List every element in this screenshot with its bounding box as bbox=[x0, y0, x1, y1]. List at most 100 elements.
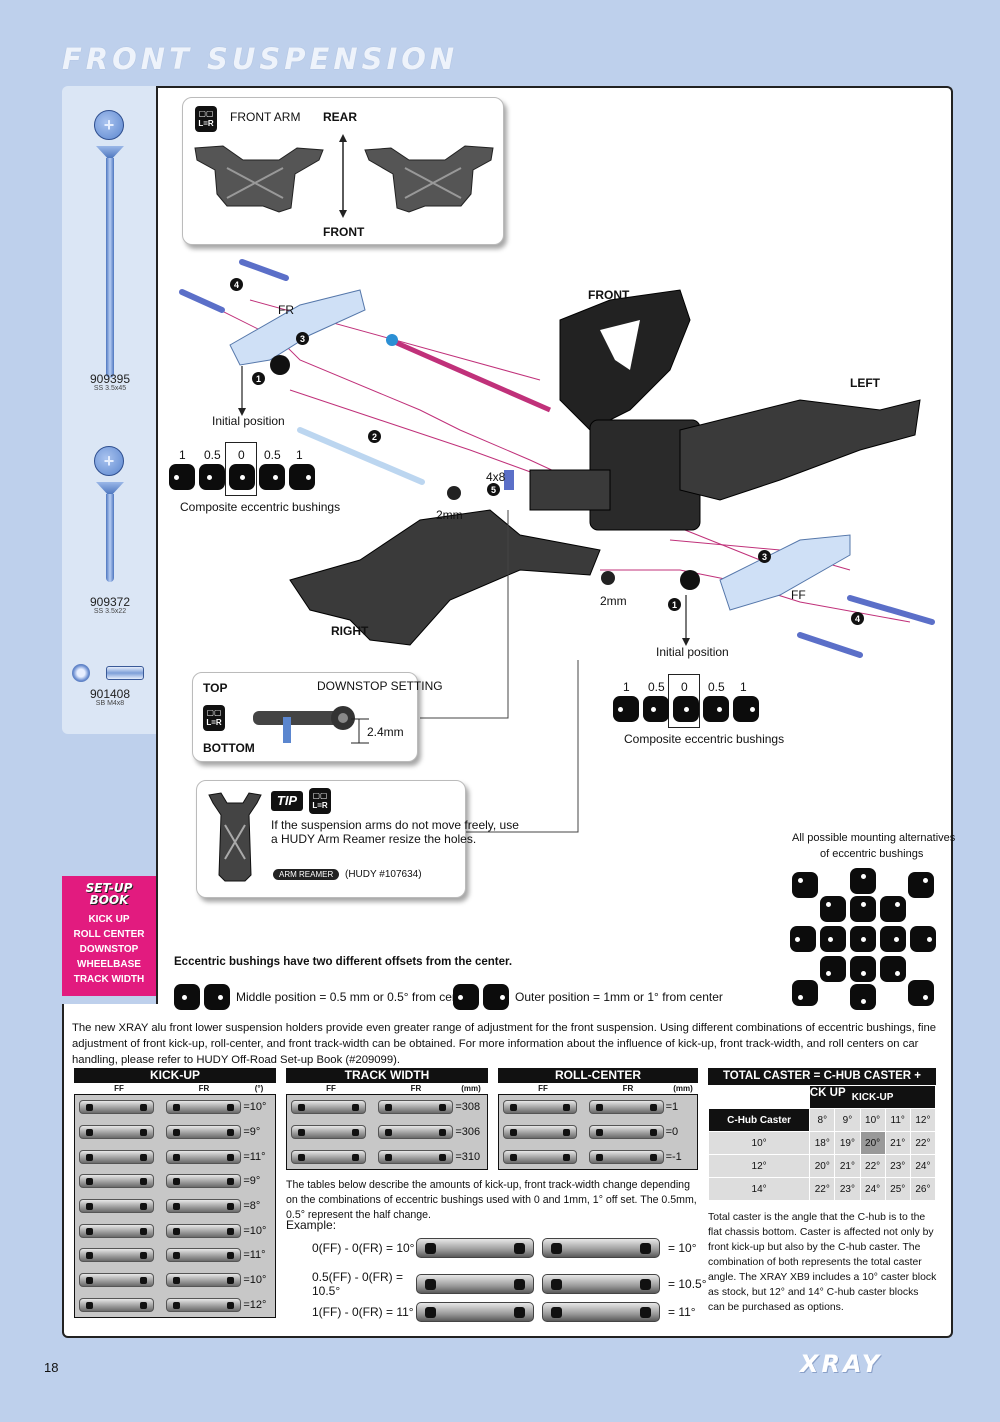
offset-label: 0.5 bbox=[264, 448, 281, 462]
caster-value: 19° bbox=[834, 1131, 861, 1155]
table-row: =10° bbox=[75, 1095, 275, 1120]
caster-value: 22° bbox=[909, 1131, 937, 1155]
col-header: (mm) bbox=[461, 1084, 481, 1093]
setup-item: TRACK WIDTH bbox=[73, 974, 145, 985]
mounting-title: All possible mounting alternatives bbox=[792, 832, 956, 844]
caster-value: 20° bbox=[859, 1131, 886, 1155]
caster-value: 24° bbox=[859, 1177, 886, 1201]
offset-label: 1 bbox=[296, 448, 303, 462]
hub-value: 14° bbox=[707, 1177, 811, 1201]
caster-value: 22° bbox=[859, 1154, 886, 1178]
connector-lines bbox=[420, 510, 579, 833]
brand-logo: XRAY bbox=[800, 1350, 883, 1378]
setup-item: DOWNSTOP bbox=[79, 944, 139, 955]
table-row: =308 bbox=[287, 1095, 487, 1120]
tip-text: If the suspension arms do not move freel… bbox=[271, 818, 519, 832]
col-header: (mm) bbox=[673, 1084, 693, 1093]
middle-position-text: Middle position = 0.5 mm or 0.5° from ce… bbox=[236, 990, 473, 1004]
kickup-value: 10° bbox=[859, 1108, 886, 1132]
right-label: RIGHT bbox=[331, 624, 369, 638]
row-value: =12° bbox=[243, 1298, 267, 1311]
front-label: FRONT bbox=[588, 288, 630, 302]
callout-number: 2 bbox=[368, 430, 381, 443]
kickup-value: 11° bbox=[884, 1108, 911, 1132]
caster-value: 23° bbox=[884, 1154, 911, 1178]
caster-value: 25° bbox=[884, 1177, 911, 1201]
kickup-value: 12° bbox=[909, 1108, 937, 1132]
part-size: SS 3.5x45 bbox=[93, 385, 127, 392]
col-header: FR bbox=[410, 1084, 422, 1093]
ball-icon bbox=[72, 664, 90, 682]
middle-position-note: Middle position = 0.5 mm or 0.5° from ce… bbox=[174, 984, 473, 1010]
col-header: FF bbox=[538, 1084, 548, 1093]
setup-item: KICK UP bbox=[88, 914, 130, 925]
caster-value: 23° bbox=[834, 1177, 861, 1201]
caster-value: 20° bbox=[809, 1154, 836, 1178]
bushing-icon bbox=[613, 696, 639, 722]
row-value: =310 bbox=[455, 1150, 481, 1163]
kickup-value: 9° bbox=[834, 1108, 861, 1132]
col-header: FR bbox=[198, 1084, 210, 1093]
shim-size-label: 2mm bbox=[600, 594, 627, 608]
bushing-icon bbox=[169, 464, 195, 490]
example-row: 0(FF) - 0(FR) = 10° = 10° bbox=[312, 1238, 697, 1258]
kickup-table: KICK-UP FF FR (°) =10° =9° =11° =9° =8° … bbox=[74, 1068, 276, 1319]
example-formula: 0(FF) - 0(FR) = 10° bbox=[312, 1241, 415, 1255]
bushing-icon bbox=[792, 872, 818, 898]
page-number: 18 bbox=[44, 1360, 59, 1375]
callout-number: 4 bbox=[230, 278, 243, 291]
table-row: =11° bbox=[75, 1144, 275, 1169]
caster-note: Total caster is the angle that the C-hub… bbox=[708, 1212, 937, 1313]
table-row: =1 bbox=[499, 1095, 697, 1120]
intro-paragraph: The new XRAY alu front lower suspension … bbox=[72, 1022, 937, 1066]
row-value: =10° bbox=[243, 1224, 267, 1237]
callout-number: 5 bbox=[487, 483, 500, 496]
caster-value: 26° bbox=[909, 1177, 937, 1201]
tip-text: a HUDY Arm Reamer resize the holes. bbox=[271, 832, 477, 846]
offset-label: 1 bbox=[179, 448, 186, 462]
col-header: (°) bbox=[254, 1084, 264, 1093]
row-value: =11° bbox=[243, 1249, 266, 1262]
kickup-value: 8° bbox=[809, 1108, 836, 1132]
table-row: =306 bbox=[287, 1120, 487, 1145]
top-label: TOP bbox=[203, 681, 228, 695]
col-header: FF bbox=[114, 1084, 124, 1093]
bushing-icon bbox=[850, 896, 876, 922]
downstop-value: 2.4mm bbox=[367, 725, 404, 739]
bushing-icon bbox=[174, 984, 200, 1010]
example-result: = 10° bbox=[668, 1241, 697, 1255]
example-row: 0.5(FF) - 0(FR) = 10.5° = 10.5° bbox=[312, 1270, 707, 1298]
bushing-icon bbox=[820, 896, 846, 922]
bushing-icon bbox=[673, 696, 699, 722]
offsets-heading: Eccentric bushings have two different of… bbox=[174, 956, 513, 968]
setup-book-title: SET-UP bbox=[85, 881, 133, 895]
table-title: ROLL-CENTER bbox=[498, 1068, 698, 1083]
offset-label: 0.5 bbox=[648, 680, 665, 694]
kickup-header: KICK-UP bbox=[809, 1085, 936, 1109]
screw-head-icon: + bbox=[94, 110, 124, 140]
bushing-icon bbox=[820, 956, 846, 982]
setup-book-title: BOOK bbox=[89, 893, 129, 907]
lr-badge: ▢▢L=R bbox=[309, 788, 331, 814]
mounting-title: of eccentric bushings bbox=[820, 848, 924, 860]
tip-card: TIP ▢▢L=R If the suspension arms do not … bbox=[196, 780, 519, 898]
rear-label: REAR bbox=[323, 110, 358, 124]
lr-badge: ▢▢L=R bbox=[195, 106, 217, 132]
row-value: =308 bbox=[455, 1101, 481, 1114]
lr-badge: ▢▢L=R bbox=[203, 705, 225, 731]
bushing-icon bbox=[289, 464, 315, 490]
bushing-icon bbox=[850, 956, 876, 982]
row-value: =10° bbox=[243, 1101, 267, 1114]
screw-head-icon: + bbox=[94, 446, 124, 476]
bushing-icon bbox=[643, 696, 669, 722]
page-title: FRONT SUSPENSION bbox=[62, 42, 459, 76]
table-row: =310 bbox=[287, 1144, 487, 1169]
col-header: FR bbox=[622, 1084, 634, 1093]
bushing-icon bbox=[259, 464, 285, 490]
caster-value: 18° bbox=[809, 1131, 836, 1155]
bushing-icon bbox=[733, 696, 759, 722]
tables-note: The tables below describe the amounts of… bbox=[286, 1179, 697, 1221]
row-header: C-Hub Caster bbox=[707, 1108, 811, 1132]
initial-position-label: Initial position bbox=[656, 645, 729, 659]
